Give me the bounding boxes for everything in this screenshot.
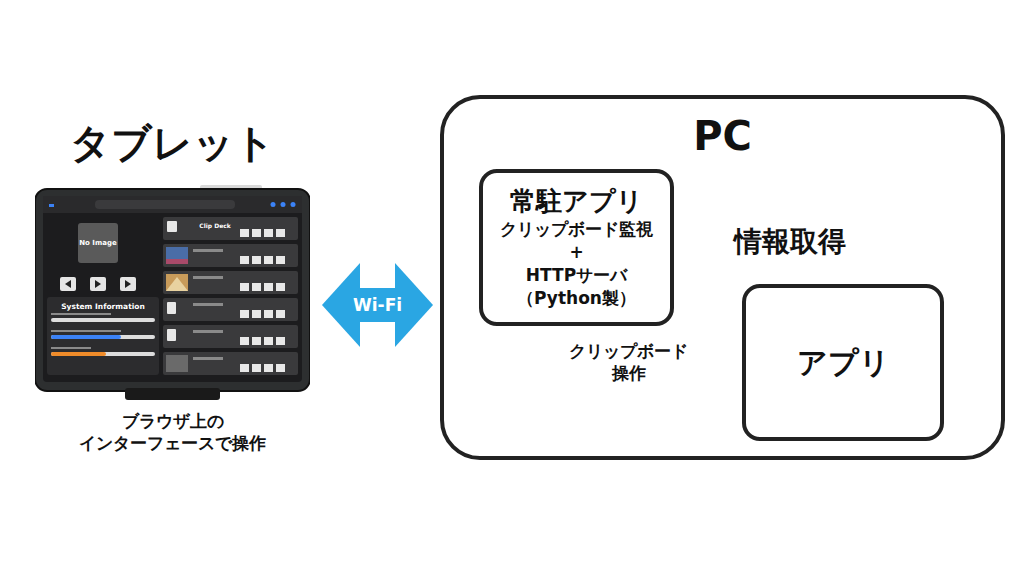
text-line: ブラウザ上の [30,410,315,432]
screen-text: No Image [78,239,118,247]
text-line: + [500,241,653,264]
tablet-illustration [35,185,310,401]
node-heading: PC [444,111,1001,161]
text-line: インターフェースで操作 [30,432,315,454]
text-line: 操作 [569,362,688,384]
node-body: クリップボード監視 + HTTPサーバ （Python製） [500,218,653,310]
text-line: （Python製） [500,287,653,310]
edge-label: 情報取得 [734,224,846,260]
text-stack: 常駐アプリクリップボード監視 + HTTPサーバ （Python製） [500,185,653,309]
text-line: HTTPサーバ [500,264,653,287]
text-stack: アプリ [797,344,890,382]
text-line: クリップボード監視 [500,218,653,241]
container-box: PC 常駐アプリクリップボード監視 + HTTPサーバ （Python製） アプリ [440,95,1005,460]
text-line: クリップボード [569,340,688,362]
screen-text: Clip Deck [190,222,240,229]
process-box: 常駐アプリクリップボード監視 + HTTPサーバ （Python製） [479,169,674,326]
device-node: タブレットブラウザ上の インターフェースで操作 [30,110,315,460]
node-heading: タブレット [30,118,315,168]
edge-label: クリップボード 操作 [569,340,688,384]
node-caption: ブラウザ上の インターフェースで操作 [30,410,315,454]
screen-text: System Information [47,302,159,311]
node-heading: アプリ [797,344,890,382]
connector-arrow [322,263,433,347]
edge-label: Wi-Fi [353,294,402,316]
process-box: アプリ [742,284,944,441]
node-heading: 常駐アプリ [500,185,653,218]
